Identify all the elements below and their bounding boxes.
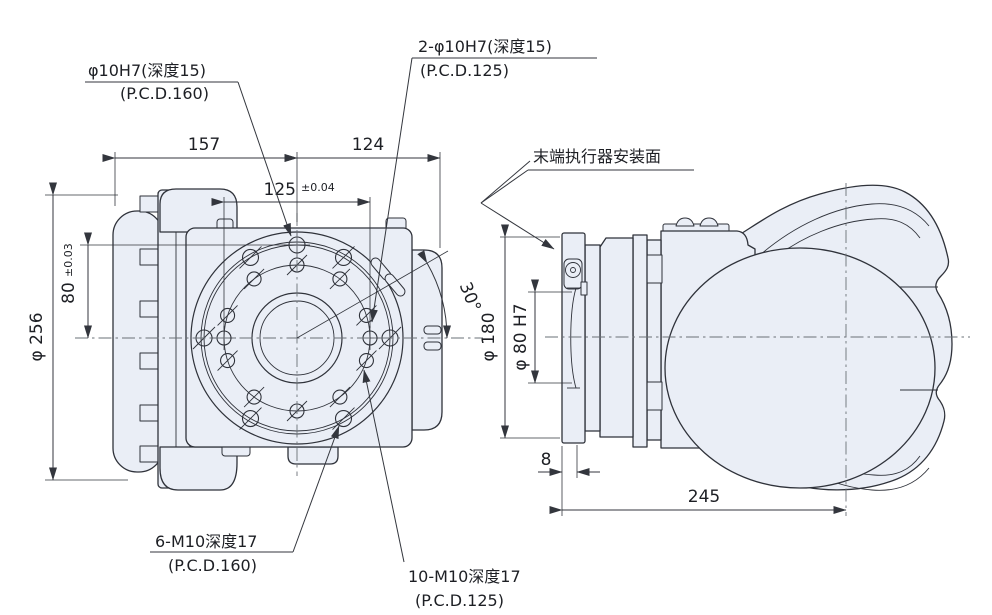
tapped-hole	[246, 271, 262, 287]
thread-mark	[332, 246, 355, 269]
front-dimensions: 157 124 125 ±0.04 80 ±0.03 φ 256	[27, 135, 441, 481]
callout-tap-pcd125: 10-M10深度17 (P.C.D.125)	[362, 369, 521, 610]
thread-mark	[243, 268, 265, 290]
angle-30-dimension: 30°	[296, 250, 485, 339]
dim-245: 245	[688, 487, 720, 507]
dim-80h7: φ 80 H7	[511, 303, 531, 370]
dim-125-tol: ±0.04	[301, 181, 335, 194]
callout-text: (P.C.D.125)	[415, 591, 504, 610]
bore-profile	[567, 287, 580, 389]
thread-mark	[329, 268, 351, 290]
tapped-hole	[220, 307, 236, 323]
callout-text: φ10H7(深度15)	[88, 61, 206, 80]
thread-mark	[356, 350, 377, 371]
flange-bolt	[565, 262, 581, 278]
thread-mark	[356, 305, 377, 326]
thread-mark	[243, 386, 265, 408]
side-view	[545, 183, 970, 516]
tapped-hole	[241, 409, 260, 428]
dim-80-tol: ±0.03	[62, 243, 75, 277]
callout-mounting-face: 末端执行器安装面	[480, 147, 694, 250]
dim-8: 8	[541, 450, 552, 470]
tapped-hole	[220, 353, 236, 369]
bottom-hump	[159, 446, 238, 491]
callout-tap-pcd160: 6-M10深度17 (P.C.D.160)	[150, 425, 340, 575]
dim-256: φ 256	[27, 312, 47, 361]
thread-mark	[217, 305, 238, 326]
pcd125-holes	[212, 254, 382, 422]
tapped-hole	[358, 353, 374, 369]
callout-text: 10-M10深度17	[408, 567, 521, 586]
side-lobe-rib	[423, 341, 442, 351]
flange-bolt-boss	[563, 258, 583, 290]
dim-180: φ 180	[479, 312, 499, 361]
callout-text: 2-φ10H7(深度15)	[418, 37, 552, 56]
side-lobe	[411, 249, 443, 431]
tapped-hole	[334, 248, 353, 267]
callout-text: (P.C.D.160)	[120, 84, 209, 103]
cylinder-section	[599, 237, 634, 438]
wrist-joint-housing	[664, 247, 936, 489]
dim-157: 157	[188, 135, 220, 155]
flange-bolt-center	[570, 267, 576, 273]
cap-bolt	[675, 217, 695, 227]
mounting-plate	[185, 227, 413, 448]
callout-text: 6-M10深度17	[155, 532, 257, 551]
callouts: φ10H7(深度15) (P.C.D.160) 2-φ10H7(深度15) (P…	[85, 37, 694, 610]
thread-mark	[217, 350, 238, 371]
angle-30-text: 30°	[455, 279, 485, 314]
adapter-section	[584, 244, 601, 432]
side-dimensions: φ 180 φ 80 H7 8 245	[479, 224, 847, 516]
cap-bolt	[699, 217, 719, 227]
tapped-hole	[332, 271, 348, 287]
dim-80: 80	[59, 282, 79, 304]
corner-slots	[370, 257, 406, 297]
tapped-hole	[334, 409, 353, 428]
callout-pilot-pcd160: φ10H7(深度15) (P.C.D.160)	[85, 61, 292, 237]
side-lobe-rib	[423, 325, 442, 335]
callout-text: (P.C.D.125)	[420, 61, 509, 80]
tapped-hole	[246, 389, 262, 405]
callout-pilot-pcd125: 2-φ10H7(深度15) (P.C.D.125)	[369, 37, 597, 323]
bottom-boss	[287, 446, 339, 465]
spacer-boss	[645, 254, 663, 284]
thread-mark	[239, 407, 262, 430]
dim-125: 125	[264, 180, 296, 200]
tapped-hole	[332, 389, 348, 405]
spacer-boss	[645, 381, 663, 411]
callout-text: (P.C.D.160)	[168, 556, 257, 575]
tapped-hole	[241, 248, 260, 267]
front-view: 30°	[75, 188, 485, 491]
rear-band	[157, 189, 191, 489]
flange-key	[580, 281, 588, 296]
clamp-band	[632, 234, 648, 448]
thread-mark	[239, 246, 262, 269]
dim-124: 124	[352, 135, 384, 155]
thread-mark	[329, 386, 351, 408]
mounting-face-text: 末端执行器安装面	[533, 147, 661, 166]
